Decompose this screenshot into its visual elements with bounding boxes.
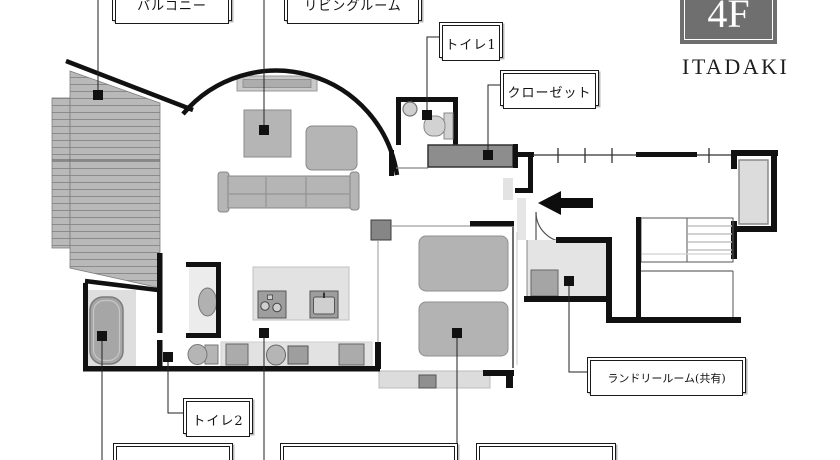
marker-closet xyxy=(483,150,493,160)
kitchen-sink xyxy=(309,290,339,319)
label-toilet-2-text: トイレ2 xyxy=(186,401,250,437)
label-toilet-1-text: トイレ1 xyxy=(442,25,500,61)
bedroom-cabinet-box xyxy=(418,374,437,389)
kitchen-left-wall-lower xyxy=(157,340,163,371)
laundry-right-wall xyxy=(606,237,612,323)
label-dining-kitchen-text: ダイニングキッチン xyxy=(283,446,455,460)
label-closet: クローゼット xyxy=(500,70,599,109)
brand-name: ITADAKI xyxy=(682,54,790,79)
label-bathroom: バスルーム xyxy=(113,443,233,460)
closet-bar xyxy=(427,144,514,168)
entrance-wall-stub xyxy=(515,188,533,193)
elevator xyxy=(731,150,778,259)
sofa xyxy=(217,125,360,213)
label-laundry-room: ランドリールーム(共有) xyxy=(587,357,746,396)
bathtub xyxy=(89,296,124,365)
living-arc-wall xyxy=(181,68,400,176)
leader-lines xyxy=(97,0,587,460)
leader-markers xyxy=(93,90,574,362)
bedroom-bottom-wall-corner xyxy=(506,370,513,388)
washbasin xyxy=(198,287,217,317)
bed-1 xyxy=(418,235,509,292)
label-toilet-1: トイレ1 xyxy=(439,22,503,61)
marker-balcony xyxy=(93,90,103,100)
stairs xyxy=(609,217,741,323)
balcony-top-wall xyxy=(65,58,194,113)
counter-basin xyxy=(266,344,286,366)
bedroom-bottom-wall xyxy=(483,370,514,376)
toilet2-fixture xyxy=(187,344,219,365)
stove xyxy=(257,290,287,319)
label-toilet-2: トイレ2 xyxy=(183,398,253,437)
toilet1-fixture xyxy=(423,112,454,140)
counter-appliance-left xyxy=(225,343,249,366)
bedroom-top-wall xyxy=(470,221,514,227)
marker-laundry xyxy=(564,276,574,286)
marker-dining xyxy=(259,328,269,338)
label-bathroom-text: バスルーム xyxy=(116,446,230,460)
label-balcony-text: バルコニー xyxy=(115,0,229,24)
entrance-arrow xyxy=(538,191,593,215)
washroom-top-wall xyxy=(186,262,221,267)
bedroom-left-wall xyxy=(375,342,381,369)
marker-toilet1 xyxy=(422,110,432,120)
leader-toilet1 xyxy=(426,36,439,115)
marker-living xyxy=(259,125,269,135)
label-living-room-text: リビングルーム xyxy=(287,0,419,24)
bathroom-top-wall xyxy=(84,278,159,293)
toilet1-left-wall xyxy=(396,97,401,145)
label-closet-text: クローゼット xyxy=(503,73,596,109)
label-balcony: バルコニー xyxy=(112,0,232,24)
floor-badge-text: 4F xyxy=(684,0,773,40)
label-bedroom-text: ベッドルーム xyxy=(479,446,613,460)
kitchen-left-wall-upper xyxy=(157,253,163,333)
washing-machine xyxy=(530,269,559,297)
hall-wall-stub xyxy=(389,150,394,176)
label-laundry-room-text: ランドリールーム(共有) xyxy=(590,360,743,396)
entry-floor xyxy=(517,198,526,240)
toilet1-right-wall xyxy=(453,100,458,145)
entrance-wall-top xyxy=(513,144,518,168)
washroom-bottom-wall xyxy=(186,333,221,338)
tv-board xyxy=(236,75,318,92)
corridor-railing xyxy=(518,148,731,193)
leader-toilet2 xyxy=(167,357,183,414)
counter-appliance-mid xyxy=(287,345,309,365)
marker-bathroom xyxy=(97,331,107,341)
genkan-step xyxy=(503,178,513,200)
unit-bottom-wall xyxy=(83,366,380,372)
washroom-right-wall xyxy=(216,266,221,338)
marker-bedroom xyxy=(452,328,462,338)
laundry-bottom-wall xyxy=(524,296,611,302)
label-bedroom: ベッドルーム xyxy=(476,443,616,460)
label-dining-kitchen: ダイニングキッチン xyxy=(280,443,458,460)
bed-2 xyxy=(418,301,509,357)
laundry-top-wall xyxy=(556,237,611,243)
bathroom-left-wall xyxy=(83,283,88,371)
toilet1-sink xyxy=(402,101,418,117)
marker-toilet2 xyxy=(163,352,173,362)
floor-badge: 4F xyxy=(680,0,777,44)
balcony-deck xyxy=(51,70,161,289)
counter-appliance-right xyxy=(338,343,365,366)
bedroom-pillar xyxy=(370,219,392,241)
leader-laundry xyxy=(568,281,587,373)
label-living-room: リビングルーム xyxy=(284,0,422,24)
leader-closet xyxy=(487,84,500,155)
